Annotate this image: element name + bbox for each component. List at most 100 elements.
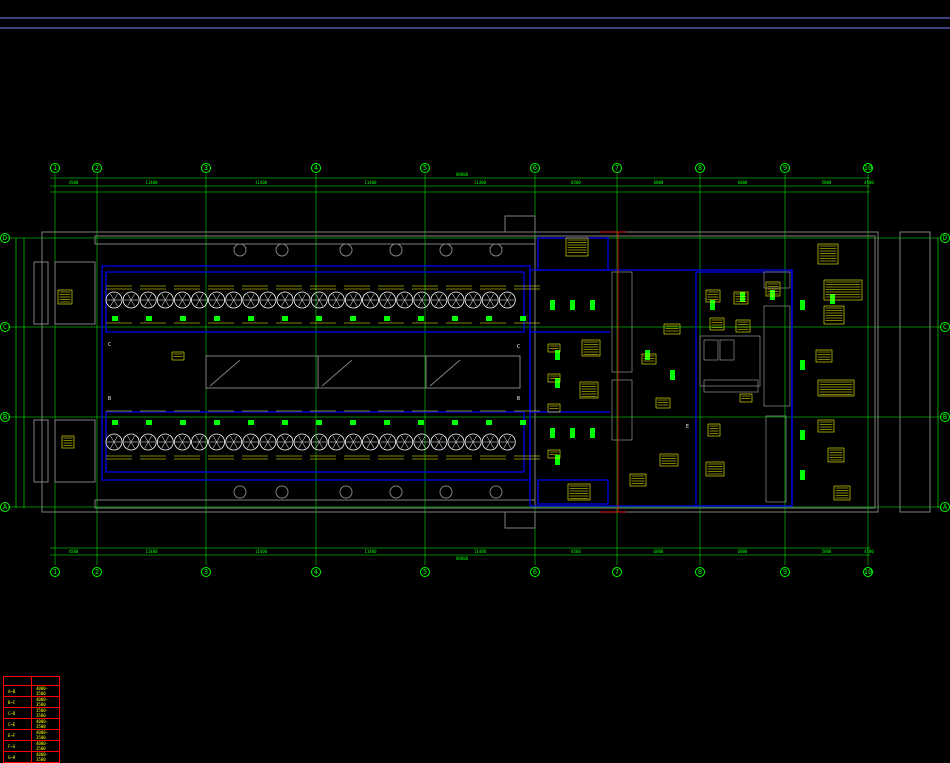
dimension-label: 8500 bbox=[571, 549, 581, 554]
label-box bbox=[817, 379, 855, 397]
svg-text:3: 3 bbox=[204, 164, 208, 172]
equipment-marker bbox=[384, 420, 390, 425]
label-box bbox=[655, 397, 671, 409]
svg-text:3: 3 bbox=[204, 568, 208, 576]
label-box bbox=[629, 473, 647, 487]
label-box bbox=[581, 339, 601, 357]
grid-bubble-top-8: 8 bbox=[695, 163, 705, 173]
svg-text:6: 6 bbox=[533, 164, 537, 172]
legend-row: E~F 4000-3500 bbox=[3, 729, 60, 741]
svg-text:8: 8 bbox=[698, 164, 702, 172]
equipment-marker bbox=[248, 316, 254, 321]
fan-icon bbox=[156, 433, 174, 451]
equipment-marker bbox=[520, 316, 526, 321]
legend-axis-cell: B~C bbox=[3, 696, 32, 708]
fan-icon bbox=[447, 291, 465, 309]
svg-text:D: D bbox=[3, 234, 7, 242]
fan-icon bbox=[191, 433, 208, 451]
grid-bubble-bottom-6: 6 bbox=[530, 567, 540, 577]
dimension-label: 11400 bbox=[145, 180, 158, 185]
grid-bubble-top-4: 4 bbox=[311, 163, 321, 173]
equipment-marker bbox=[350, 420, 356, 425]
equipment-marker bbox=[800, 300, 805, 310]
svg-text:1: 1 bbox=[53, 568, 57, 576]
equipment-marker bbox=[452, 316, 458, 321]
tank-circle bbox=[233, 485, 247, 499]
label-box bbox=[827, 447, 845, 463]
equipment-marker bbox=[555, 378, 560, 388]
tank-circle bbox=[489, 485, 503, 499]
grid-bubble-top-3: 3 bbox=[201, 163, 211, 173]
label-box bbox=[817, 243, 839, 265]
label-box bbox=[735, 319, 751, 333]
legend-value-cell: 4000-3500 bbox=[31, 729, 60, 741]
equipment-marker bbox=[800, 360, 805, 370]
dimension-label: 5000 bbox=[822, 180, 832, 185]
dimension-label: 6000 bbox=[654, 180, 664, 185]
fan-icon bbox=[327, 291, 345, 309]
equipment-marker bbox=[555, 455, 560, 465]
legend-axis-cell: G~H bbox=[3, 751, 32, 763]
fan-icon bbox=[259, 291, 277, 309]
fan-icon bbox=[105, 291, 123, 309]
legend-axis-cell: A~B bbox=[3, 685, 32, 697]
room-letters: C B C B E bbox=[108, 342, 689, 430]
fan-icon bbox=[293, 433, 311, 451]
side-dimensions bbox=[15, 238, 939, 508]
equipment-marker bbox=[248, 420, 254, 425]
equipment-marker bbox=[350, 316, 356, 321]
fan-icon bbox=[310, 291, 328, 309]
fan-icon bbox=[362, 291, 379, 309]
fan-icon bbox=[379, 433, 397, 451]
grid-bubble-bottom-4: 4 bbox=[311, 567, 321, 577]
label-box bbox=[61, 435, 75, 449]
total-dimension-top: 88800 bbox=[456, 172, 469, 177]
equipment-marker bbox=[146, 420, 152, 425]
equipment-marker bbox=[452, 420, 458, 425]
equipment-marker bbox=[770, 290, 775, 300]
grid-bubble-top-10: 10 bbox=[863, 163, 873, 173]
label-box bbox=[547, 373, 561, 383]
tank-circle bbox=[489, 243, 503, 257]
fan-icon bbox=[362, 433, 379, 451]
grid-bubble-left-C: C bbox=[0, 322, 10, 332]
dimension-label: 4500 bbox=[864, 180, 874, 185]
label-box bbox=[733, 291, 749, 305]
grid-bubble-bottom-5: 5 bbox=[420, 567, 430, 577]
fan-icon bbox=[481, 433, 499, 451]
svg-text:9: 9 bbox=[783, 568, 787, 576]
tank-circle bbox=[339, 243, 353, 257]
equipment-markers bbox=[112, 290, 835, 480]
fan-icon bbox=[327, 433, 345, 451]
round-tanks bbox=[233, 243, 503, 499]
fan-icon bbox=[498, 291, 516, 309]
dimension-label: 11400 bbox=[145, 549, 158, 554]
svg-text:8: 8 bbox=[698, 568, 702, 576]
svg-text:B: B bbox=[3, 413, 7, 421]
tank-circle bbox=[439, 243, 453, 257]
fan-icon bbox=[208, 433, 226, 451]
top-dimensions bbox=[50, 177, 870, 193]
label-box bbox=[547, 449, 561, 459]
equipment-marker bbox=[570, 428, 575, 438]
grid-bubble-bottom-2: 2 bbox=[92, 567, 102, 577]
fan-icon bbox=[276, 433, 294, 451]
tank-circle bbox=[233, 243, 247, 257]
legend-axis-cell: E~F bbox=[3, 729, 32, 741]
grid-bubble-bottom-7: 7 bbox=[612, 567, 622, 577]
legend-header-cell bbox=[31, 676, 60, 686]
legend-axis-cell: C~D bbox=[3, 707, 32, 719]
tank-circle bbox=[275, 243, 289, 257]
equipment-marker bbox=[112, 316, 118, 321]
equipment-marker bbox=[180, 316, 186, 321]
equipment-marker bbox=[800, 430, 805, 440]
dimension-label: 4500 bbox=[864, 549, 874, 554]
fan-icon bbox=[430, 291, 448, 309]
fan-icon bbox=[139, 291, 157, 309]
equipment-marker bbox=[670, 370, 675, 380]
room-letter-c-left: C bbox=[108, 342, 111, 348]
fan-icon bbox=[173, 291, 191, 309]
dimension-label: 11400 bbox=[255, 180, 268, 185]
